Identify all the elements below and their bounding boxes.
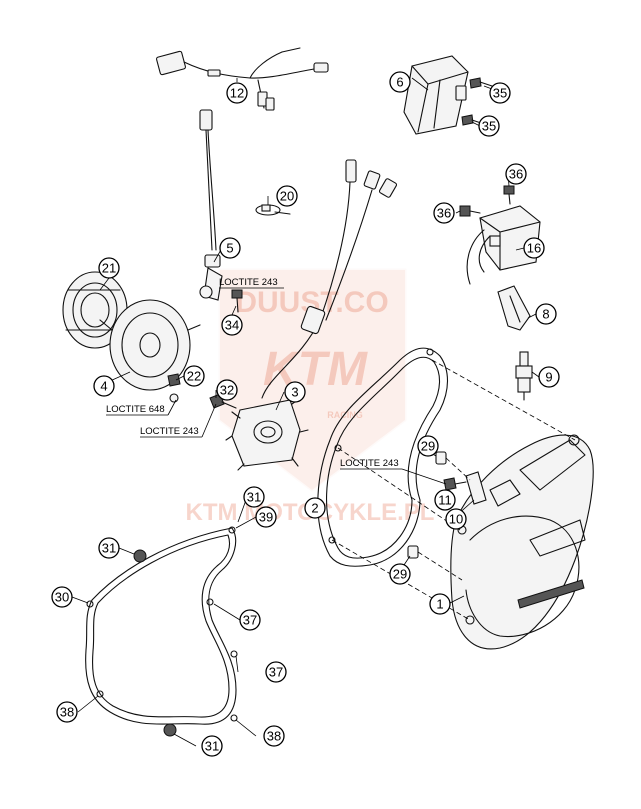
cable-tie-part xyxy=(255,204,291,216)
svg-text:5: 5 xyxy=(226,241,233,256)
svg-text:32: 32 xyxy=(220,383,234,398)
callout-16: 16 xyxy=(523,237,545,259)
svg-text:35: 35 xyxy=(482,119,496,134)
callout-29-b: 29 xyxy=(389,563,411,585)
callout-30: 30 xyxy=(51,586,73,608)
callout-34: 34 xyxy=(221,314,243,336)
loctite-243-mid-label: LOCTITE 243 xyxy=(140,426,199,437)
svg-text:22: 22 xyxy=(187,369,201,384)
svg-text:16: 16 xyxy=(527,241,541,256)
svg-text:38: 38 xyxy=(267,729,281,744)
screw-11-part xyxy=(443,477,467,491)
callout-31-a: 31 xyxy=(243,486,265,508)
callout-39: 39 xyxy=(255,506,277,528)
svg-text:31: 31 xyxy=(247,490,261,505)
svg-text:29: 29 xyxy=(393,567,407,582)
callout-29-a: 29 xyxy=(417,435,439,457)
callout-22: 22 xyxy=(183,365,205,387)
callout-37-a: 37 xyxy=(239,609,261,631)
svg-text:20: 20 xyxy=(280,189,294,204)
svg-text:31: 31 xyxy=(205,739,219,754)
callout-38-b: 38 xyxy=(263,725,285,747)
callout-1: 1 xyxy=(429,593,451,615)
wiring-harness-part xyxy=(156,47,329,111)
svg-text:10: 10 xyxy=(449,512,463,527)
loctite-243-right-label: LOCTITE 243 xyxy=(340,458,399,469)
ignition-cover-part xyxy=(450,434,594,650)
callout-5: 5 xyxy=(219,237,241,259)
bracket-10-part xyxy=(465,471,487,505)
svg-text:31: 31 xyxy=(102,541,116,556)
callout-35-a: 35 xyxy=(489,82,511,104)
callout-38-a: 38 xyxy=(56,701,78,723)
svg-text:1: 1 xyxy=(436,597,443,612)
callout-12: 12 xyxy=(226,82,248,104)
loctite-note-648: LOCTITE 648 xyxy=(106,399,177,416)
callout-37-b: 37 xyxy=(265,661,287,683)
callout-6: 6 xyxy=(389,71,411,93)
svg-text:8: 8 xyxy=(542,307,549,322)
svg-text:12: 12 xyxy=(230,86,244,101)
cdi-unit-part xyxy=(403,55,469,135)
callout-35-b: 35 xyxy=(478,115,500,137)
loctite-note-mid: LOCTITE 243 xyxy=(140,403,217,438)
svg-text:6: 6 xyxy=(396,75,403,90)
svg-text:29: 29 xyxy=(421,439,435,454)
svg-text:37: 37 xyxy=(243,613,257,628)
svg-text:38: 38 xyxy=(60,705,74,720)
callout-20: 20 xyxy=(276,185,298,207)
callout-11: 11 xyxy=(434,489,456,511)
bolt-35-parts xyxy=(461,77,493,126)
svg-text:34: 34 xyxy=(225,318,239,333)
svg-text:3: 3 xyxy=(291,385,298,400)
watermark-racing-text: RACING xyxy=(327,410,363,420)
svg-text:21: 21 xyxy=(102,261,116,276)
callout-31-b: 31 xyxy=(98,537,120,559)
loctite-648-label: LOCTITE 648 xyxy=(106,404,165,415)
ignition-coil-part xyxy=(466,205,541,285)
clutch-cover-gasket-part xyxy=(85,526,238,737)
spark-plug-cap-part xyxy=(497,285,531,331)
callout-8: 8 xyxy=(535,303,557,325)
callout-2: 2 xyxy=(304,497,326,519)
callout-10: 10 xyxy=(445,508,467,530)
svg-text:35: 35 xyxy=(493,86,507,101)
callout-32: 32 xyxy=(216,379,238,401)
bolt-36-parts xyxy=(459,185,515,217)
callout-21: 21 xyxy=(98,257,120,279)
screw-34-part xyxy=(231,289,243,313)
callout-4: 4 xyxy=(93,375,115,397)
svg-text:4: 4 xyxy=(100,379,107,394)
svg-text:11: 11 xyxy=(438,493,452,508)
svg-text:9: 9 xyxy=(545,370,552,385)
nut-22-part xyxy=(167,373,181,403)
callout-36-b: 36 xyxy=(433,202,455,224)
svg-text:39: 39 xyxy=(259,510,273,525)
flywheel-part xyxy=(99,299,201,391)
cover-gasket-part xyxy=(317,347,449,567)
spark-plug-cable-part xyxy=(199,109,223,301)
svg-text:36: 36 xyxy=(437,206,451,221)
svg-text:36: 36 xyxy=(509,167,523,182)
loctite-243-top-label: LOCTITE 243 xyxy=(219,277,278,288)
callout-9: 9 xyxy=(538,366,560,388)
watermark-brand-text: KTM xyxy=(263,343,368,396)
svg-text:37: 37 xyxy=(269,665,283,680)
loctite-note-top: LOCTITE 243 xyxy=(219,277,284,289)
loctite-note-right: LOCTITE 243 xyxy=(340,458,447,485)
callout-31-c: 31 xyxy=(201,735,223,757)
callout-36-a: 36 xyxy=(505,163,527,185)
callout-3: 3 xyxy=(284,381,306,403)
svg-text:30: 30 xyxy=(55,590,69,605)
spark-plug-part xyxy=(515,351,533,401)
svg-text:2: 2 xyxy=(311,501,318,516)
